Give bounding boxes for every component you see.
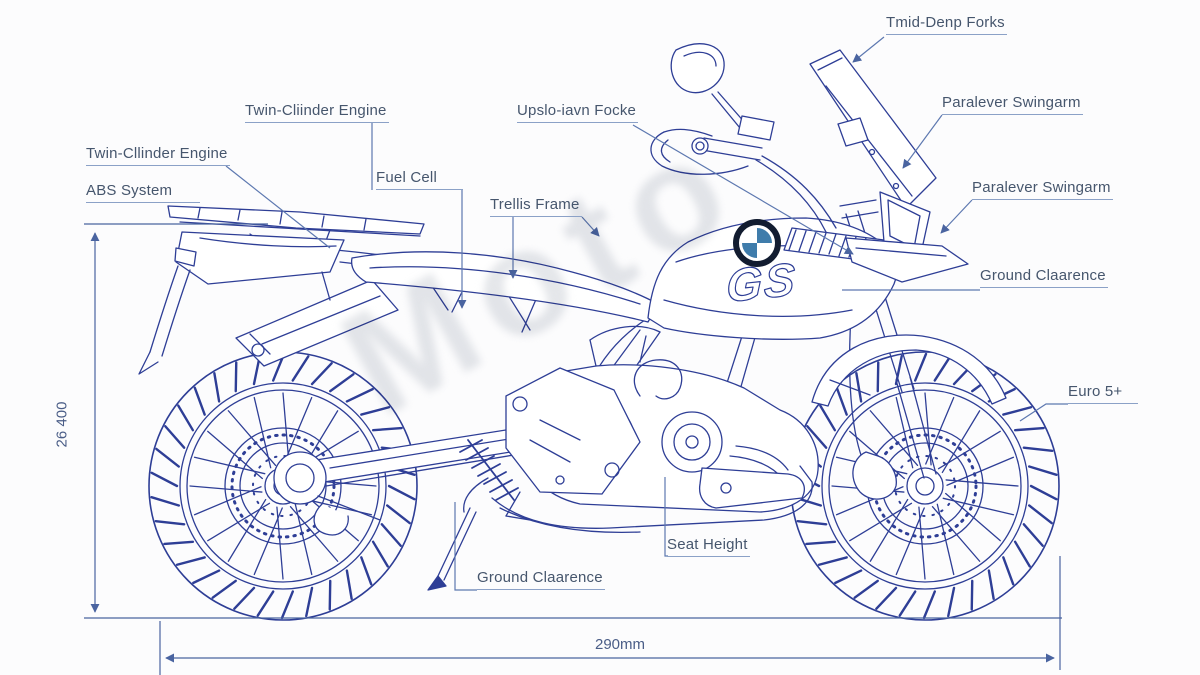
label-forks-top: Tmid-Denp Forks [886, 14, 1007, 35]
label-engine-top: Twin-Cliinder Engine [245, 102, 389, 123]
dimension-height-text: 26 400 [53, 401, 71, 448]
exhaust-muffler [235, 271, 399, 367]
dimension-lines [84, 223, 1062, 675]
mirror [670, 43, 747, 129]
label-fuel: Fuel Cell [376, 169, 463, 190]
label-seat: Seat Height [667, 536, 750, 557]
tail-section [138, 231, 345, 375]
seat [350, 251, 659, 323]
dimension-width-text: 290mm [594, 636, 646, 653]
engine [427, 325, 819, 591]
front-wheel [790, 351, 1060, 621]
label-abs: ABS System [86, 182, 201, 203]
label-engine-left: Twin-Cllinder Engine [86, 145, 230, 166]
swingarm [273, 423, 549, 536]
front-beak [845, 237, 969, 283]
label-forks-front: Upslo-iavn Focke [517, 102, 639, 123]
label-paralever-mid: Paralever Swingarm [972, 179, 1113, 200]
windscreen [809, 49, 937, 209]
front-fender [811, 334, 1007, 407]
rear-shock [459, 439, 519, 501]
label-trellis: Trellis Frame [490, 196, 582, 217]
handlebar [650, 115, 837, 233]
label-ground-right: Ground Claarence [980, 267, 1108, 288]
label-euro: Euro 5+ [1068, 383, 1139, 404]
label-paralever-top: Paralever Swingarm [942, 94, 1083, 115]
label-ground-bottom: Ground Claarence [477, 569, 605, 590]
bmw-logo-icon [733, 219, 781, 267]
